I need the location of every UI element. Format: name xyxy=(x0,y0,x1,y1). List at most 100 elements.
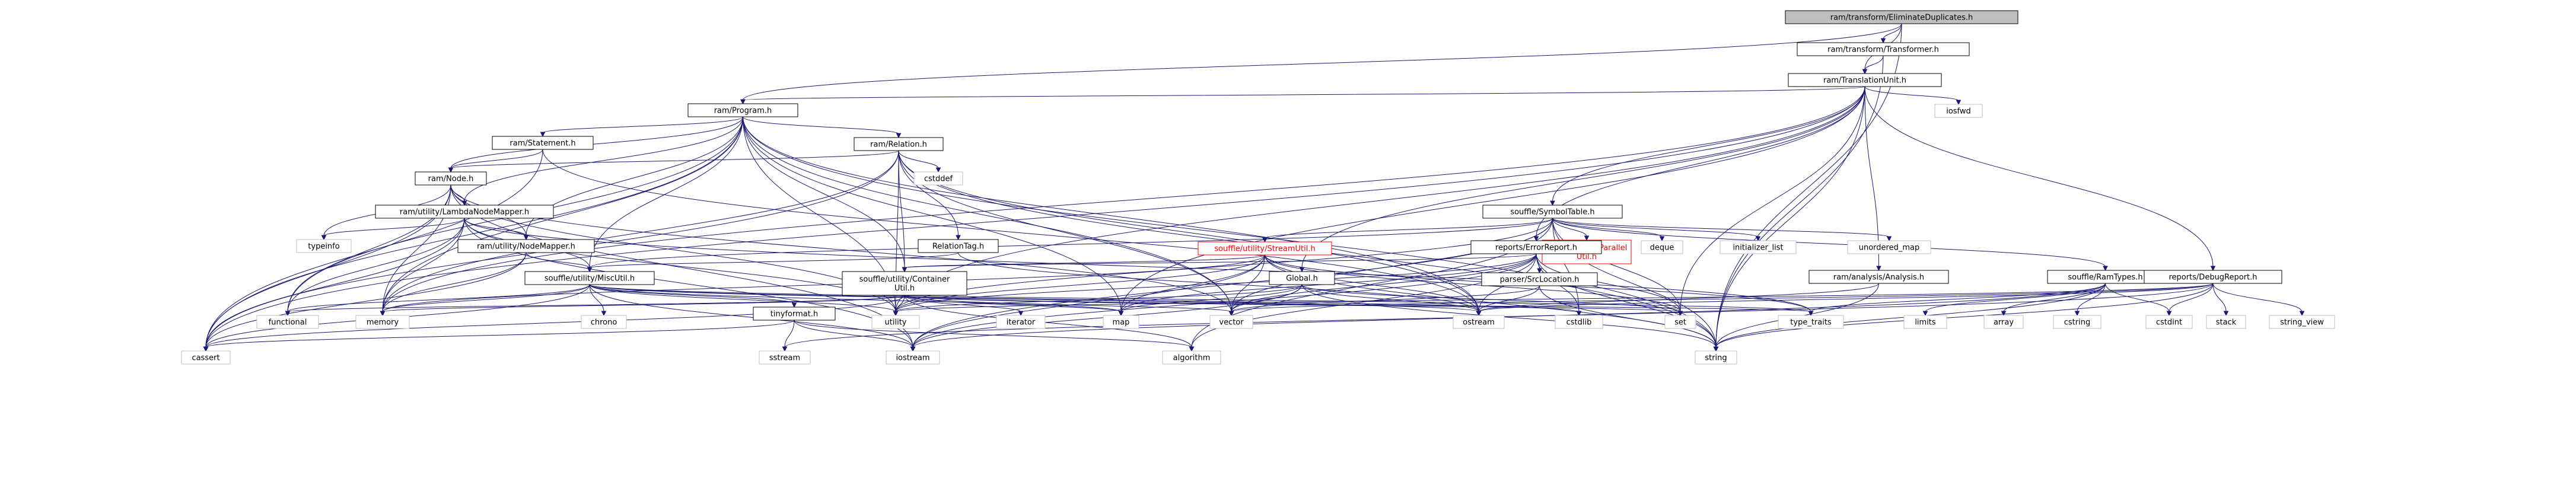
arrowhead-debugreport-to-string_view xyxy=(2299,311,2305,317)
node-box xyxy=(492,136,594,150)
graph-node-iostream: iostream xyxy=(886,350,940,365)
node-label: ram/transform/EliminateDuplicates.h xyxy=(1830,14,1973,23)
graph-node-relation[interactable]: ram/Relation.h xyxy=(854,137,944,151)
edge-errorreport-to-algorithm xyxy=(1191,253,1537,348)
graph-node-symboltable[interactable]: souffle/SymbolTable.h xyxy=(1482,205,1623,219)
arrowhead-program-to-statement xyxy=(540,132,546,138)
edge-relation-to-cstddef xyxy=(898,150,939,169)
node-box xyxy=(1797,42,1970,56)
graph-node-streamutil[interactable]: souffle/utility/StreamUtil.h xyxy=(1198,241,1332,256)
node-box xyxy=(457,239,595,253)
graph-node-algorithm: algorithm xyxy=(1162,350,1221,365)
arrowhead-relation-to-relationtag xyxy=(956,235,961,241)
graph-node-program[interactable]: ram/Program.h xyxy=(687,103,798,117)
node-box xyxy=(1934,104,1983,118)
node-box xyxy=(256,315,319,329)
node-label: cstddef xyxy=(924,175,953,184)
arrowhead-symboltable-to-miscutil xyxy=(587,267,593,273)
edge-statement-to-node xyxy=(450,149,543,169)
edge-relationtag-to-miscutil xyxy=(589,252,959,269)
graph-node-srclocation[interactable]: parser/SrcLocation.h xyxy=(1481,272,1598,286)
node-label: memory xyxy=(367,318,399,327)
graph-node-type_traits: type_traits xyxy=(1778,315,1844,329)
graph-node-root[interactable]: ram/transform/EliminateDuplicates.h xyxy=(1785,10,2018,24)
arrowhead-errorreport-to-srclocation xyxy=(1537,268,1542,274)
node-label: unordered_map xyxy=(1859,244,1920,253)
graph-node-vector: vector xyxy=(1209,315,1253,329)
graph-node-string: string xyxy=(1695,350,1737,365)
edge-symboltable-to-cstdlib xyxy=(1552,218,1580,312)
node-label: vector xyxy=(1219,318,1244,327)
graph-node-transformer[interactable]: ram/transform/Transformer.h xyxy=(1797,42,1970,56)
node-label: ram/Node.h xyxy=(428,175,474,184)
graph-node-ramtypes[interactable]: souffle/RamTypes.h xyxy=(2047,270,2164,284)
edge-nodemapper-to-cassert xyxy=(205,252,527,348)
graph-node-statement[interactable]: ram/Statement.h xyxy=(492,136,594,150)
edge-symboltable-to-initializer_list xyxy=(1552,218,1759,238)
node-box xyxy=(415,171,487,186)
edge-miscutil-to-tinyformat xyxy=(589,284,795,304)
arrowhead-tu-to-global xyxy=(1299,267,1305,273)
node-box xyxy=(687,103,798,117)
node-label: set xyxy=(1674,318,1686,327)
edge-root-to-program xyxy=(743,23,1902,101)
edge-program-to-nodemapper xyxy=(526,116,743,237)
node-label: stack xyxy=(2216,318,2237,327)
edge-srclocation-to-vector xyxy=(1231,285,1540,312)
node-label: string xyxy=(1705,354,1727,363)
arrowhead-tu-to-errorreport xyxy=(1533,236,1539,242)
node-label: typeinfo xyxy=(308,242,339,251)
edge-srclocation-to-string xyxy=(1539,285,1717,348)
node-label: initializer_list xyxy=(1733,244,1783,253)
graph-node-relationtag[interactable]: RelationTag.h xyxy=(918,239,999,253)
node-box xyxy=(2145,315,2193,329)
edge-ramtypes-to-cstdint xyxy=(2105,283,2170,312)
edge-global-to-string xyxy=(1301,284,1717,348)
edge-symboltable-to-set xyxy=(1552,218,1681,312)
node-box xyxy=(1453,315,1505,329)
edge-containerutil-to-memory xyxy=(382,295,905,312)
edge-node-to-memory xyxy=(382,184,451,312)
graph-node-miscutil[interactable]: souffle/utility/MiscUtil.h xyxy=(524,271,655,285)
arrowhead-relation-to-cstddef xyxy=(935,167,941,173)
edge-streamutil-to-utility xyxy=(895,254,1265,312)
node-label: ram/Relation.h xyxy=(870,141,927,149)
node-label: type_traits xyxy=(1790,318,1832,327)
graph-node-analysis[interactable]: ram/analysis/Analysis.h xyxy=(1808,270,1949,284)
edge-containerutil-to-algorithm xyxy=(904,295,1192,348)
node-box xyxy=(296,239,352,253)
edge-relation-to-relationtag xyxy=(898,150,959,237)
graph-node-lambda[interactable]: ram/utility/LambdaNodeMapper.h xyxy=(375,205,554,219)
node-label: ram/transform/Transformer.h xyxy=(1827,46,1939,55)
node-label: parser/SrcLocation.h xyxy=(1500,276,1580,285)
arrowhead-symboltable-to-initializer_list xyxy=(1755,236,1761,242)
edge-tu-to-utility xyxy=(895,86,1865,312)
edge-miscutil-to-chrono xyxy=(589,284,604,312)
node-box xyxy=(1269,271,1335,285)
edge-transformer-to-tu xyxy=(1864,55,1884,71)
graph-node-chrono: chrono xyxy=(581,315,627,329)
edge-symboltable-to-parallelutil xyxy=(1552,218,1587,237)
node-box xyxy=(1482,205,1623,219)
graph-node-errorreport[interactable]: reports/ErrorReport.h xyxy=(1470,240,1602,254)
graph-node-debugreport[interactable]: reports/DebugReport.h xyxy=(2144,270,2282,284)
node-label: cstdlib xyxy=(1566,318,1592,327)
arrowhead-miscutil-to-tinyformat xyxy=(791,302,797,308)
graph-node-tinyformat[interactable]: tinyformat.h xyxy=(753,307,836,321)
node-box xyxy=(854,137,944,151)
graph-node-tu[interactable]: ram/TranslationUnit.h xyxy=(1788,73,1942,87)
arrowhead-tu-to-analysis xyxy=(1876,266,1881,272)
node-label: iterator xyxy=(1007,318,1036,327)
graph-node-array: array xyxy=(1983,315,2024,329)
node-box xyxy=(913,171,963,186)
graph-node-global[interactable]: Global.h xyxy=(1269,271,1335,285)
edge-debugreport-to-string xyxy=(1715,283,2214,348)
graph-node-node[interactable]: ram/Node.h xyxy=(415,171,487,186)
edge-streamutil-to-memory xyxy=(382,254,1265,312)
edge-containerutil-to-map xyxy=(904,295,1122,312)
graph-node-nodemapper[interactable]: ram/utility/NodeMapper.h xyxy=(457,239,595,253)
arrowhead-containerutil-to-memory xyxy=(380,311,386,317)
node-label: souffle/utility/MiscUtil.h xyxy=(545,274,635,283)
node-label: sstream xyxy=(769,354,800,363)
